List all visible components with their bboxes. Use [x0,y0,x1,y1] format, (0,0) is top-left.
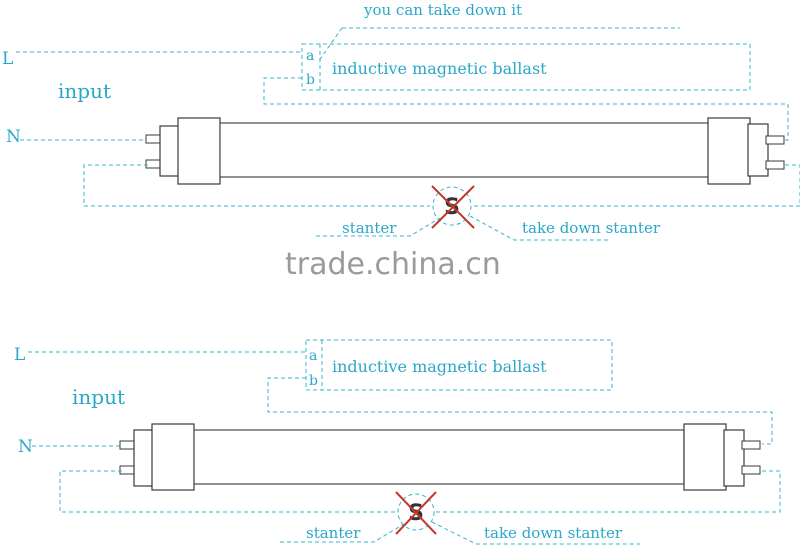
bottom-starter-circle [397,493,435,531]
top-note-pointer [317,27,343,63]
bottom-starter-label: stanter [306,524,361,542]
bottom-right-pin-upper [741,440,761,450]
bottom-ballast-label: inductive magnetic ballast [332,357,547,376]
top-line-label: L [2,49,13,69]
bottom-take-down-label: take down stanter [484,524,623,542]
bottom-ballast-box [305,339,613,391]
top-take-down-label: take down stanter [522,219,661,237]
bottom-starter-cross-icon [395,491,437,535]
top-note-label: you can take down it [363,1,522,19]
top-ballast-return-wire [263,77,789,141]
top-terminal-b: b [306,72,315,88]
top-starter-right-wire [474,164,800,207]
bottom-left-cap [151,423,195,491]
bottom-starter-right-wire [436,470,781,513]
top-right-cap [707,117,751,185]
top-starter-circle [432,186,472,226]
top-tube-body [219,122,711,178]
bottom-terminal-a: a [309,348,317,364]
top-ballast-box [301,43,751,91]
bottom-right-cap-inner [723,429,745,487]
top-starter-cross-icon [431,185,475,229]
bottom-line-label: L [14,345,25,365]
bottom-neutral-label: N [18,437,33,457]
bottom-right-pin-lower [741,465,761,475]
bottom-take-down-leader [431,521,640,545]
top-right-pin-lower [765,160,785,170]
bottom-starter-left-wire [59,470,396,513]
bottom-diagram: L a b inductive magnetic ballast input N… [14,339,781,545]
bottom-tube-body [193,429,685,485]
top-terminal-a: a [306,48,314,64]
bottom-ballast-return-wire [267,377,773,445]
top-starter-leader [316,217,441,237]
top-diagram: you can take down it L a b inductive mag… [2,1,800,241]
top-left-cap-inner [159,125,181,177]
top-input-label: input [58,79,111,103]
bottom-right-cap [683,423,727,491]
watermark: trade.china.cn [285,247,501,282]
bottom-starter-leader [280,523,405,543]
bottom-input-label: input [72,385,125,409]
top-ballast-label: inductive magnetic ballast [332,59,547,78]
top-left-cap [177,117,221,185]
bottom-terminal-b: b [309,373,318,389]
top-right-pin-upper [765,135,785,145]
bottom-left-cap-inner [133,429,155,487]
top-right-cap-inner [747,123,769,177]
top-starter-label: stanter [342,219,397,237]
top-neutral-label: N [6,127,21,147]
top-starter-left-wire [83,164,430,207]
top-take-down-leader [469,215,610,241]
